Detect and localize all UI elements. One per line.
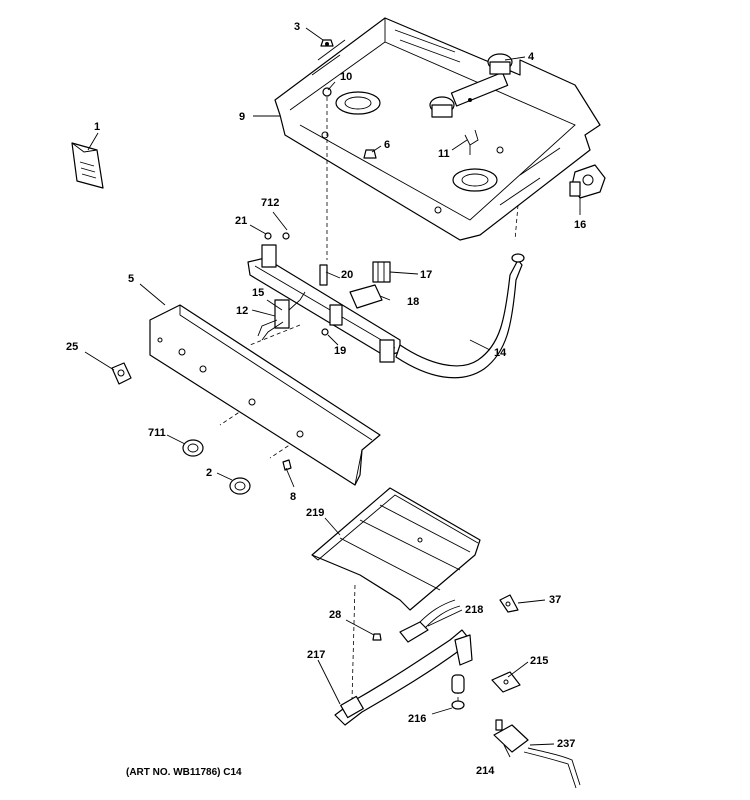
callout-216: 216 (408, 713, 426, 725)
part-16-valve-bracket (569, 164, 606, 199)
callout-8: 8 (290, 491, 296, 503)
callout-14: 14 (494, 347, 507, 359)
callout-16: 16 (574, 219, 586, 231)
part-214-thermostat (493, 719, 529, 753)
part-215-bracket (491, 671, 521, 693)
part-217-broil-burner (334, 629, 473, 726)
part-manifold-assembly (247, 232, 401, 363)
part-6-screw (363, 149, 377, 159)
callout-10: 10 (340, 71, 352, 83)
callout-9: 9 (239, 111, 245, 123)
callout-21: 21 (235, 215, 247, 227)
callout-218: 218 (465, 604, 483, 616)
part-237-sensor-wire (523, 747, 581, 789)
callout-4: 4 (528, 51, 535, 63)
callout-6: 6 (384, 139, 390, 151)
callout-711: 711 (148, 427, 166, 439)
callout-237: 237 (557, 738, 575, 750)
part-2-knob (229, 477, 251, 495)
part-9-burner-box (274, 17, 601, 241)
art-number-note: (ART NO. WB11786) C14 (126, 767, 242, 778)
part-10-grommet (322, 87, 332, 97)
callout-17: 17 (420, 269, 432, 281)
callout-25: 25 (66, 341, 78, 353)
callout-18: 18 (407, 296, 419, 308)
part-3-screw (320, 39, 334, 47)
part-216-spacer (451, 674, 465, 710)
callout-19: 19 (334, 345, 346, 357)
part-711-knob (182, 439, 204, 457)
part-8-screw (282, 459, 292, 471)
callout-15: 15 (252, 287, 264, 299)
part-11-bracket (464, 129, 479, 155)
part-219-broiler-shield (311, 487, 481, 611)
part-5-control-panel (149, 304, 381, 486)
callout-215: 215 (530, 655, 548, 667)
part-25-clip (111, 362, 132, 385)
part-37-clip (499, 594, 519, 613)
part-218-igniter (399, 599, 461, 643)
callout-217: 217 (307, 649, 325, 661)
callout-12: 12 (236, 305, 248, 317)
callout-28: 28 (329, 609, 341, 621)
part-14-gas-tube (395, 253, 525, 379)
part-4-valve (429, 53, 513, 118)
callout-3: 3 (294, 21, 300, 33)
part-28-screw (372, 633, 382, 641)
callout-219: 219 (306, 507, 324, 519)
callout-5: 5 (128, 273, 134, 285)
callout-2: 2 (206, 467, 212, 479)
callout-712: 712 (261, 197, 279, 209)
callout-1: 1 (94, 121, 100, 133)
callout-11: 11 (438, 148, 450, 160)
part-1-literature-packet (71, 142, 104, 189)
callout-37: 37 (549, 594, 561, 606)
callout-214: 214 (476, 765, 495, 777)
callout-20: 20 (341, 269, 353, 281)
